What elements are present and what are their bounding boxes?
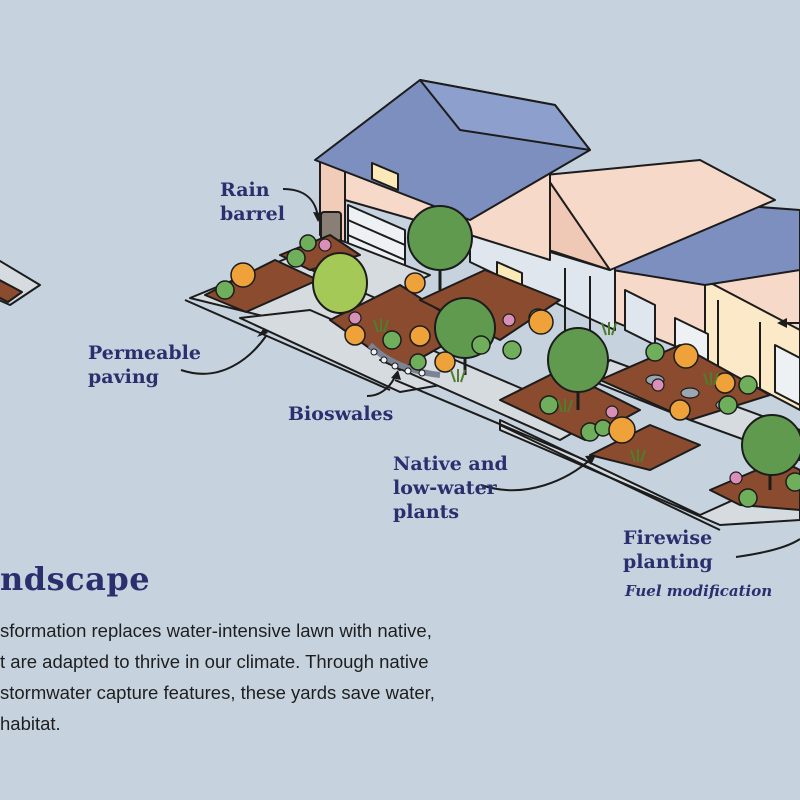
trees xyxy=(312,205,800,490)
house-left xyxy=(314,79,591,276)
native-plants-label: Native and low-water plants xyxy=(393,453,508,523)
body-line-4: habitat. xyxy=(0,713,61,734)
permeable-paving-arrow xyxy=(180,335,267,375)
body-line-1: sformation replaces water-intensive lawn… xyxy=(0,620,432,641)
planting-beds xyxy=(204,234,800,511)
bioswales-arrowhead xyxy=(391,370,401,380)
native-plants-arrowhead xyxy=(585,455,596,465)
rain-barrel-arrow xyxy=(282,188,319,219)
section-title: ndscape xyxy=(0,560,151,598)
rain-barrel-label: Rain barrel xyxy=(220,179,285,225)
right-arrowhead xyxy=(777,318,787,328)
permeable-paving-arrowhead xyxy=(257,328,268,337)
bioswales-label: Bioswales xyxy=(288,403,394,425)
body-line-3: stormwater capture features, these yards… xyxy=(0,682,435,703)
permeable-paving-label: Permeable paving xyxy=(88,342,201,388)
fuel-modification-label: Fuel modification xyxy=(625,582,773,600)
pink-flowers xyxy=(318,238,743,485)
rain-barrel-arrowhead xyxy=(313,212,323,222)
flowering-shrubs xyxy=(230,262,736,444)
firewise-label: Firewise planting xyxy=(623,527,713,573)
firewise-arrow xyxy=(735,538,800,558)
body-line-2: t are adapted to thrive in our climate. … xyxy=(0,651,429,672)
curbs xyxy=(184,299,721,531)
left-yard-fragment xyxy=(0,259,41,306)
grasses xyxy=(373,319,719,463)
native-plants-arrow xyxy=(480,457,593,492)
